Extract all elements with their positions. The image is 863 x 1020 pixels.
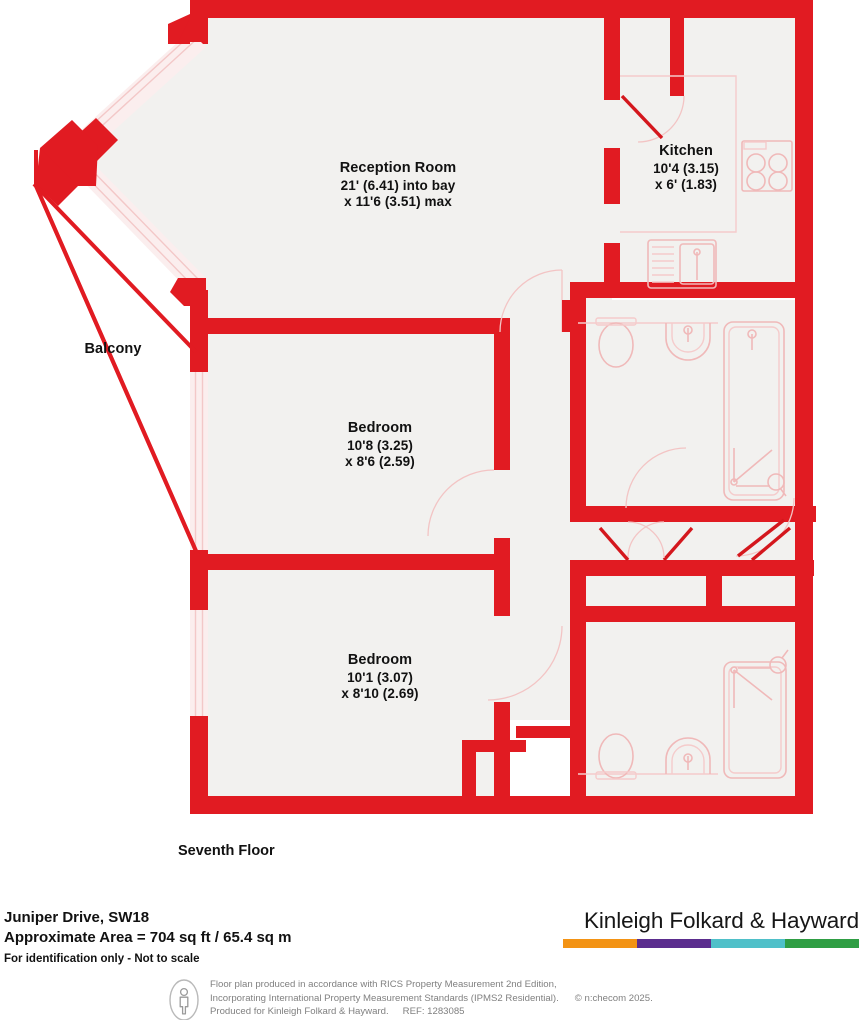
person-in-circle-icon [168,979,200,1020]
balcony-outline [34,150,201,559]
window-openings-left [190,372,208,716]
bathtub-icon [723,321,787,501]
hall-stub-walls [562,300,572,332]
legal-reference: REF: 1283085 [402,1006,465,1018]
kitchen-fixtures [620,75,793,289]
internal-walls [190,18,816,814]
brand-name: Kinleigh Folkard & Hayward [583,908,859,933]
toilet-icon [595,317,637,368]
brand-bar-segment-purple [637,939,711,948]
brand-block: Kinleigh Folkard & Hayward [559,908,859,948]
floor-caption: Seventh Floor [178,843,275,859]
shower-tray-icon [723,649,789,779]
legal-copyright: © n:checom 2025. [574,992,653,1004]
toilet-icon-2 [595,733,637,780]
brand-bar-segment-green [785,939,859,948]
floor-plan-drawing: .wall { fill: #E11B22; } .room { fill: #… [32,0,816,814]
sink-with-drainer-icon [647,239,717,289]
legal-line-2: Incorporating International Property Mea… [210,992,559,1004]
address-block: Juniper Drive, SW18 Approximate Area = 7… [4,908,291,968]
legal-line-1: Floor plan produced in accordance with R… [210,979,557,990]
legal-block: Floor plan produced in accordance with R… [168,978,653,1020]
brand-bar-segment-teal [711,939,785,948]
room-floor-fills [74,14,813,814]
hob-icon [741,140,793,192]
legal-line-2-wrap: Incorporating International Property Mea… [210,992,653,1006]
bathroom-1-fixtures [578,317,787,501]
scale-disclaimer: For identification only - Not to scale [4,952,200,965]
legal-line-3-wrap: Produced for Kinleigh Folkard & Hayward.… [210,1005,653,1019]
legal-line-3: Produced for Kinleigh Folkard & Hayward. [210,1006,389,1018]
brand-bar-segment-orange [563,939,637,948]
legal-text: Floor plan produced in accordance with R… [210,978,653,1019]
door-swings [427,94,795,701]
wash-basin-icon-2 [665,737,711,774]
wash-basin-icon [665,323,711,361]
property-address: Juniper Drive, SW18 [4,909,150,926]
footer: Juniper Drive, SW18 Approximate Area = 7… [0,880,863,1020]
approximate-area: Approximate Area = 704 sq ft / 65.4 sq m [4,928,292,946]
bathroom-2-fixtures [578,649,789,780]
bay-window [32,14,206,561]
brand-color-bar [563,939,859,948]
